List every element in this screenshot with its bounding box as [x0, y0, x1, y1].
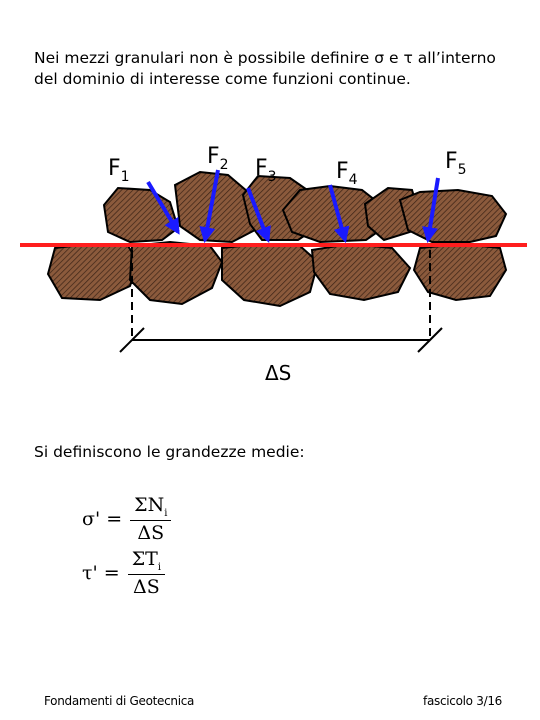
intro-line-1: Nei mezzi granulari non è possibile defi…	[34, 49, 496, 67]
grain	[412, 242, 508, 302]
delta-s-label: ΔS	[265, 361, 291, 385]
force-arrow-f5	[422, 177, 440, 244]
formula-tau-lhs: τ' =	[82, 561, 120, 584]
intro-line-2: del dominio di interesse come funzioni c…	[34, 70, 411, 88]
grain	[128, 240, 224, 306]
formula-sigma-numerator: ΣNi	[130, 494, 172, 521]
grain	[221, 242, 320, 308]
grain	[398, 188, 508, 243]
upper-grains	[102, 170, 508, 244]
formula-sigma-fraction: ΣNi ΔS	[130, 494, 172, 544]
formula-tau-numerator: ΣTi	[127, 548, 166, 575]
force-arrow-f2	[199, 169, 220, 244]
definitions-intro: Si definiscono le grandezze medie:	[34, 443, 305, 461]
intro-text: Nei mezzi granulari non è possibile defi…	[34, 48, 524, 90]
formula-sigma-denominator: ΔS	[137, 521, 165, 544]
dimension-tick-left	[119, 327, 145, 353]
formula-tau: τ' = ΣTi ΔS	[82, 548, 166, 598]
footer-course-name: Fondamenti di Geotecnica	[44, 694, 195, 708]
force-arrows	[146, 169, 440, 244]
force-label-f1: F1	[108, 156, 130, 185]
grain	[46, 242, 140, 302]
formula-sigma: σ' = ΣNi ΔS	[82, 494, 172, 544]
formula-tau-fraction: ΣTi ΔS	[127, 548, 166, 598]
formula-sigma-lhs: σ' =	[82, 507, 123, 530]
footer-page-number: fascicolo 3/16	[423, 694, 502, 708]
force-label-f5: F5	[445, 149, 467, 178]
formula-tau-denominator: ΔS	[132, 575, 160, 598]
force-label-f4: F4	[336, 159, 358, 188]
force-arrow-f1	[146, 180, 180, 235]
lower-grains	[46, 240, 508, 308]
force-arrow-f4	[328, 184, 350, 244]
grain	[310, 242, 412, 302]
dimension-tick-right	[417, 327, 443, 353]
force-label-f2: F2	[207, 144, 229, 173]
force-arrow-f3	[246, 187, 271, 243]
force-label-f3: F3	[255, 156, 277, 185]
